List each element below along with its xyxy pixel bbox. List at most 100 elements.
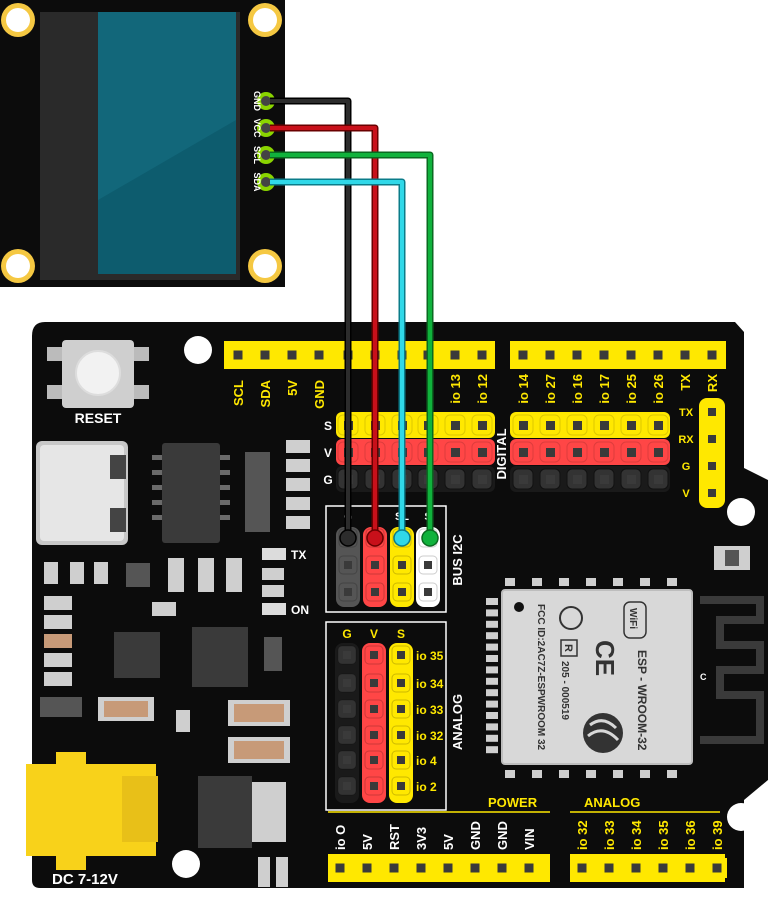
header-pin bbox=[539, 414, 561, 436]
tx-led bbox=[262, 548, 286, 560]
header-pin bbox=[593, 441, 615, 463]
header-pin bbox=[512, 468, 534, 490]
analog-bottom-pin-label: io 36 bbox=[683, 820, 698, 850]
header-pin bbox=[648, 345, 668, 365]
header-pin bbox=[513, 345, 533, 365]
power-pin-label: GND bbox=[495, 821, 510, 850]
header-pin bbox=[337, 725, 357, 745]
header-pin bbox=[338, 582, 358, 602]
header-pin bbox=[444, 414, 466, 436]
header-pin bbox=[593, 468, 615, 490]
header-pin bbox=[471, 414, 493, 436]
power-pin-label: io O bbox=[333, 825, 348, 850]
header-pin bbox=[653, 858, 673, 878]
power-pin-label: 3V3 bbox=[414, 827, 429, 850]
header-pin bbox=[572, 858, 592, 878]
wire-connectors bbox=[339, 529, 439, 547]
header-pin bbox=[282, 345, 302, 365]
header-pin bbox=[228, 345, 248, 365]
on-led-label: ON bbox=[291, 603, 309, 617]
header-pin bbox=[337, 776, 357, 796]
header-pin bbox=[465, 858, 485, 878]
header-pin bbox=[418, 555, 438, 575]
oled-pin-label-sda: SDA bbox=[252, 172, 262, 192]
top-pin-label: 5V bbox=[285, 380, 300, 396]
header-pin bbox=[512, 414, 534, 436]
header-pin bbox=[364, 645, 384, 665]
header-pin bbox=[519, 858, 539, 878]
dc-label: DC 7-12V bbox=[52, 871, 118, 888]
board-mount-hole bbox=[727, 498, 755, 526]
i2c-frame bbox=[325, 505, 447, 613]
header-pin bbox=[438, 858, 458, 878]
analog-side-label: ANALOG bbox=[450, 694, 465, 750]
header-pin bbox=[391, 725, 411, 745]
header-pin bbox=[626, 858, 646, 878]
analog-pin-label: io 35 bbox=[416, 649, 444, 663]
header-pin bbox=[566, 441, 588, 463]
top-pin-label: io 16 bbox=[570, 374, 585, 404]
antenna-trace bbox=[700, 596, 764, 744]
wifi-logo bbox=[623, 601, 647, 639]
analog-col-label: S bbox=[397, 627, 405, 641]
header-pin bbox=[337, 645, 357, 665]
antenna-c: C bbox=[700, 672, 707, 682]
digital-label: DIGITAL bbox=[494, 428, 509, 479]
header-pin bbox=[391, 645, 411, 665]
header-pin bbox=[357, 858, 377, 878]
uart-pin-label: TX bbox=[679, 407, 694, 419]
header-pin bbox=[391, 776, 411, 796]
header-pin bbox=[512, 441, 534, 463]
svg-row-label: V bbox=[324, 446, 332, 460]
header-pin bbox=[337, 750, 357, 770]
top-pin-label: io 25 bbox=[624, 374, 639, 404]
header-pin bbox=[675, 345, 695, 365]
oled-pin-label-vcc: VCC bbox=[252, 118, 262, 138]
analog-bottom-pin-label: io 32 bbox=[575, 820, 590, 850]
header-pin bbox=[620, 468, 642, 490]
usb-serial-chip bbox=[162, 443, 220, 543]
usb-c-port bbox=[36, 441, 128, 545]
top-pin-label: SCL bbox=[231, 380, 246, 406]
svg-row-label: S bbox=[324, 419, 332, 433]
module-serial-text: 205 - 000519 bbox=[559, 661, 570, 720]
oled-screen-shine bbox=[98, 12, 236, 200]
header-pin bbox=[620, 441, 642, 463]
chip-legs bbox=[152, 455, 230, 520]
header-pin bbox=[471, 441, 493, 463]
header-pin bbox=[539, 441, 561, 463]
uart-pin-label: RX bbox=[678, 434, 694, 446]
esp32-module bbox=[486, 574, 768, 778]
header-pin bbox=[702, 345, 722, 365]
board-mount-hole bbox=[172, 850, 200, 878]
header-pin bbox=[492, 858, 512, 878]
header-pin bbox=[391, 750, 411, 770]
header-pin bbox=[337, 699, 357, 719]
header-pin bbox=[365, 582, 385, 602]
header-pin bbox=[620, 414, 642, 436]
smd-components bbox=[40, 558, 290, 887]
fcc-logo bbox=[559, 606, 583, 630]
r-mark-box bbox=[560, 639, 578, 657]
ce-mark: CE bbox=[590, 640, 620, 676]
analog-pin-label: io 32 bbox=[416, 729, 444, 743]
analog-pin-label: io 34 bbox=[416, 677, 444, 691]
r-mark: R bbox=[562, 644, 574, 652]
top-pin-label: io 13 bbox=[448, 374, 463, 404]
analog-bottom-pin-label: io 33 bbox=[602, 820, 617, 850]
header-pin bbox=[707, 858, 727, 878]
oled-module: GND VCC SCL SDA bbox=[0, 0, 285, 287]
reset-button[interactable] bbox=[47, 340, 149, 408]
header-pin bbox=[391, 699, 411, 719]
header-pin bbox=[364, 776, 384, 796]
header-pin bbox=[593, 414, 615, 436]
wires bbox=[270, 97, 434, 538]
on-led bbox=[262, 603, 286, 615]
header-pin bbox=[364, 750, 384, 770]
analog-bottom-pin-label: io 39 bbox=[710, 820, 725, 850]
header-pin bbox=[647, 414, 669, 436]
header-pin bbox=[392, 555, 412, 575]
header-pin bbox=[391, 673, 411, 693]
